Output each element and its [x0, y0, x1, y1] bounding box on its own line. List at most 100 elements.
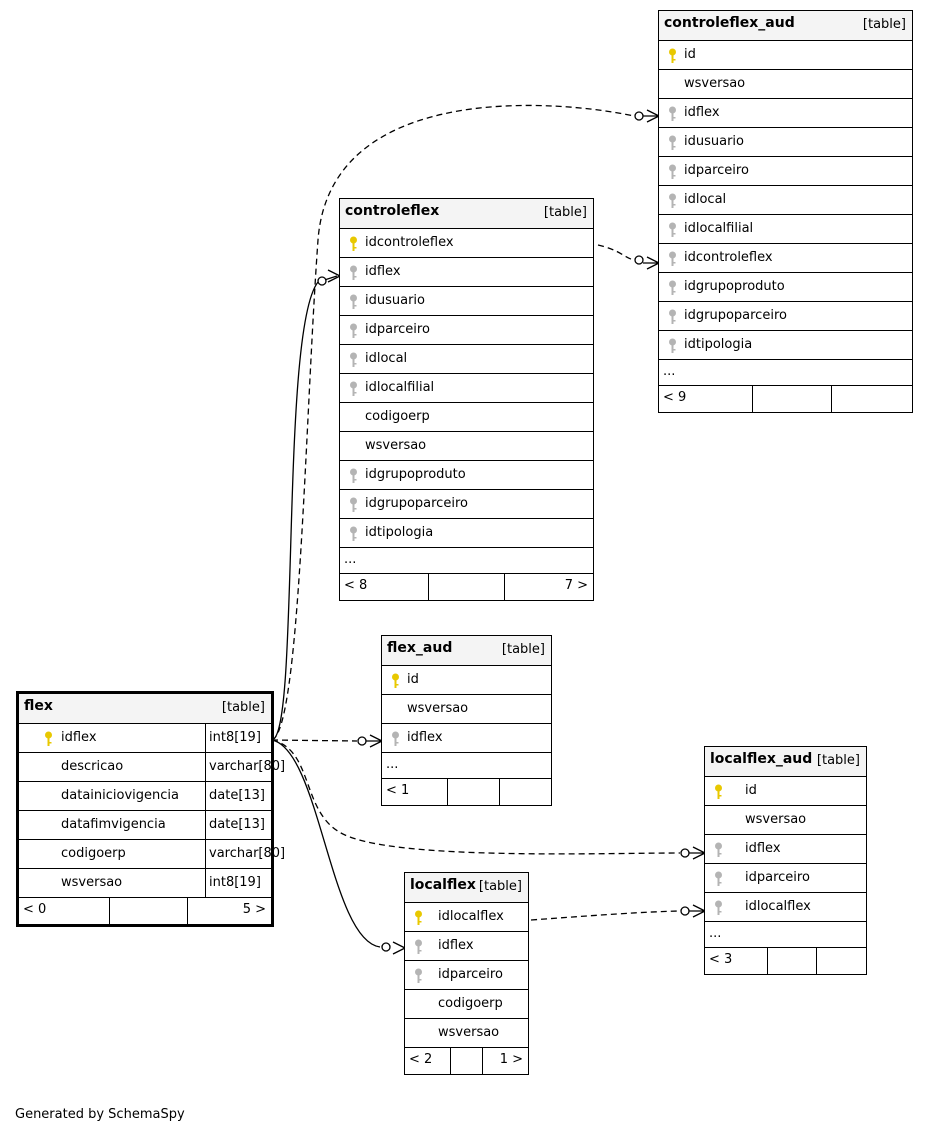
- primary-key-icon: [350, 236, 357, 251]
- zero-marker: [680, 848, 690, 858]
- column-name: idparceiro: [684, 163, 749, 178]
- column-row[interactable]: idtipologia: [340, 519, 593, 548]
- footer-divider: [109, 898, 110, 924]
- column-row[interactable]: wsversao: [382, 695, 551, 724]
- foreign-key-marker: [668, 135, 677, 155]
- column-row[interactable]: idlocalfilial: [340, 374, 593, 403]
- column-row[interactable]: idflex: [405, 932, 528, 961]
- foreign-key-icon: [350, 497, 357, 512]
- column-row[interactable]: idparceiro: [340, 316, 593, 345]
- parent-count-link[interactable]: < 0: [23, 902, 47, 917]
- column-row[interactable]: wsversao: [340, 432, 593, 461]
- foreign-key-icon: [715, 900, 722, 915]
- edge-flex-controleflex-aud: [271, 104, 635, 741]
- table-header: localflex_aud[table]: [705, 747, 866, 777]
- column-row[interactable]: id: [382, 666, 551, 695]
- column-name: idcontroleflex: [684, 250, 773, 265]
- column-name: idparceiro: [365, 322, 430, 337]
- column-name: idflex: [438, 938, 474, 953]
- foreign-key-icon: [350, 265, 357, 280]
- table-header: controleflex [table]: [340, 199, 593, 229]
- zero-marker: [634, 255, 644, 265]
- parent-count-link[interactable]: < 2: [409, 1052, 433, 1067]
- column-type: varchar[80]: [205, 753, 285, 781]
- column-row[interactable]: wsversao: [405, 1019, 528, 1048]
- column-row[interactable]: idflex: [705, 835, 866, 864]
- table-footer: < 9: [659, 386, 912, 412]
- column-row[interactable]: id: [659, 41, 912, 70]
- column-row[interactable]: idgrupoparceiro: [659, 302, 912, 331]
- more-columns-row: ...: [340, 548, 593, 574]
- column-row[interactable]: idparceiro: [659, 157, 912, 186]
- parent-count-link[interactable]: < 1: [386, 783, 410, 798]
- column-row[interactable]: idusuario: [340, 287, 593, 316]
- column-name: idflex: [745, 841, 781, 856]
- table-header: localflex[table]: [405, 873, 528, 903]
- child-count-link[interactable]: 7 >: [564, 578, 588, 593]
- column-row[interactable]: codigoerp: [340, 403, 593, 432]
- column-row[interactable]: idgrupoparceiro: [340, 490, 593, 519]
- column-row[interactable]: idlocalflex: [705, 893, 866, 922]
- column-row[interactable]: idcontroleflex: [340, 229, 593, 258]
- table-localflex[interactable]: localflex[table]idlocalflex idflex idparce…: [404, 872, 529, 1075]
- foreign-key-marker: [668, 106, 677, 126]
- table-type-label: [table]: [221, 700, 265, 715]
- parent-count-link[interactable]: < 8: [344, 578, 368, 593]
- column-type: date[13]: [205, 782, 265, 810]
- primary-key-marker: [349, 236, 358, 256]
- table-localflex-aud[interactable]: localflex_aud[table]id wsversao idflex idpa…: [704, 746, 867, 975]
- parent-count-link[interactable]: < 9: [663, 390, 687, 405]
- foreign-key-marker: [349, 497, 358, 517]
- column-row[interactable]: idcontroleflex: [659, 244, 912, 273]
- column-row[interactable]: idparceiro: [705, 864, 866, 893]
- column-row[interactable]: codigoerp: [405, 990, 528, 1019]
- parent-count-link[interactable]: < 3: [709, 952, 733, 967]
- column-row[interactable]: idusuario: [659, 128, 912, 157]
- child-count-link[interactable]: 1 >: [499, 1052, 523, 1067]
- column-row[interactable]: idflex: [340, 258, 593, 287]
- more-columns-row: ...: [705, 922, 866, 948]
- column-row[interactable]: idflex: [382, 724, 551, 753]
- column-name: codigoerp: [365, 409, 430, 424]
- column-row[interactable]: idgrupoproduto: [340, 461, 593, 490]
- column-name: id: [745, 783, 757, 798]
- table-footer: < 1: [382, 779, 551, 805]
- child-count-link[interactable]: 5 >: [242, 902, 266, 917]
- column-row[interactable]: wsversao: [659, 70, 912, 99]
- column-name: idflex: [61, 730, 97, 745]
- column-name: idtipologia: [365, 525, 434, 540]
- table-type-label: [table]: [543, 205, 587, 220]
- foreign-key-icon: [669, 309, 676, 324]
- edge-localflex-localflex-aud: [530, 910, 681, 921]
- foreign-key-marker: [349, 468, 358, 488]
- primary-key-marker: [414, 910, 423, 930]
- column-row[interactable]: idlocal: [659, 186, 912, 215]
- column-row[interactable]: idlocalfilial: [659, 215, 912, 244]
- column-row[interactable]: id: [705, 777, 866, 806]
- table-header: flex_aud[table]: [382, 636, 551, 666]
- column-row[interactable]: wsversao: [705, 806, 866, 835]
- column-row[interactable]: idtipologia: [659, 331, 912, 360]
- primary-key-icon: [669, 48, 676, 63]
- column-row[interactable]: idlocalflex: [405, 903, 528, 932]
- column-row[interactable]: idlocal: [340, 345, 593, 374]
- column-name: idlocalfilial: [365, 380, 435, 395]
- column-row[interactable]: idflex: [659, 99, 912, 128]
- column-row[interactable]: idgrupoproduto: [659, 273, 912, 302]
- column-name: datafimvigencia: [61, 817, 166, 832]
- footer-divider: [447, 779, 448, 805]
- column-name: idlocalflex: [745, 899, 811, 914]
- table-name: controleflex: [345, 203, 440, 219]
- column-name: idlocal: [684, 192, 727, 207]
- column-row[interactable]: idparceiro: [405, 961, 528, 990]
